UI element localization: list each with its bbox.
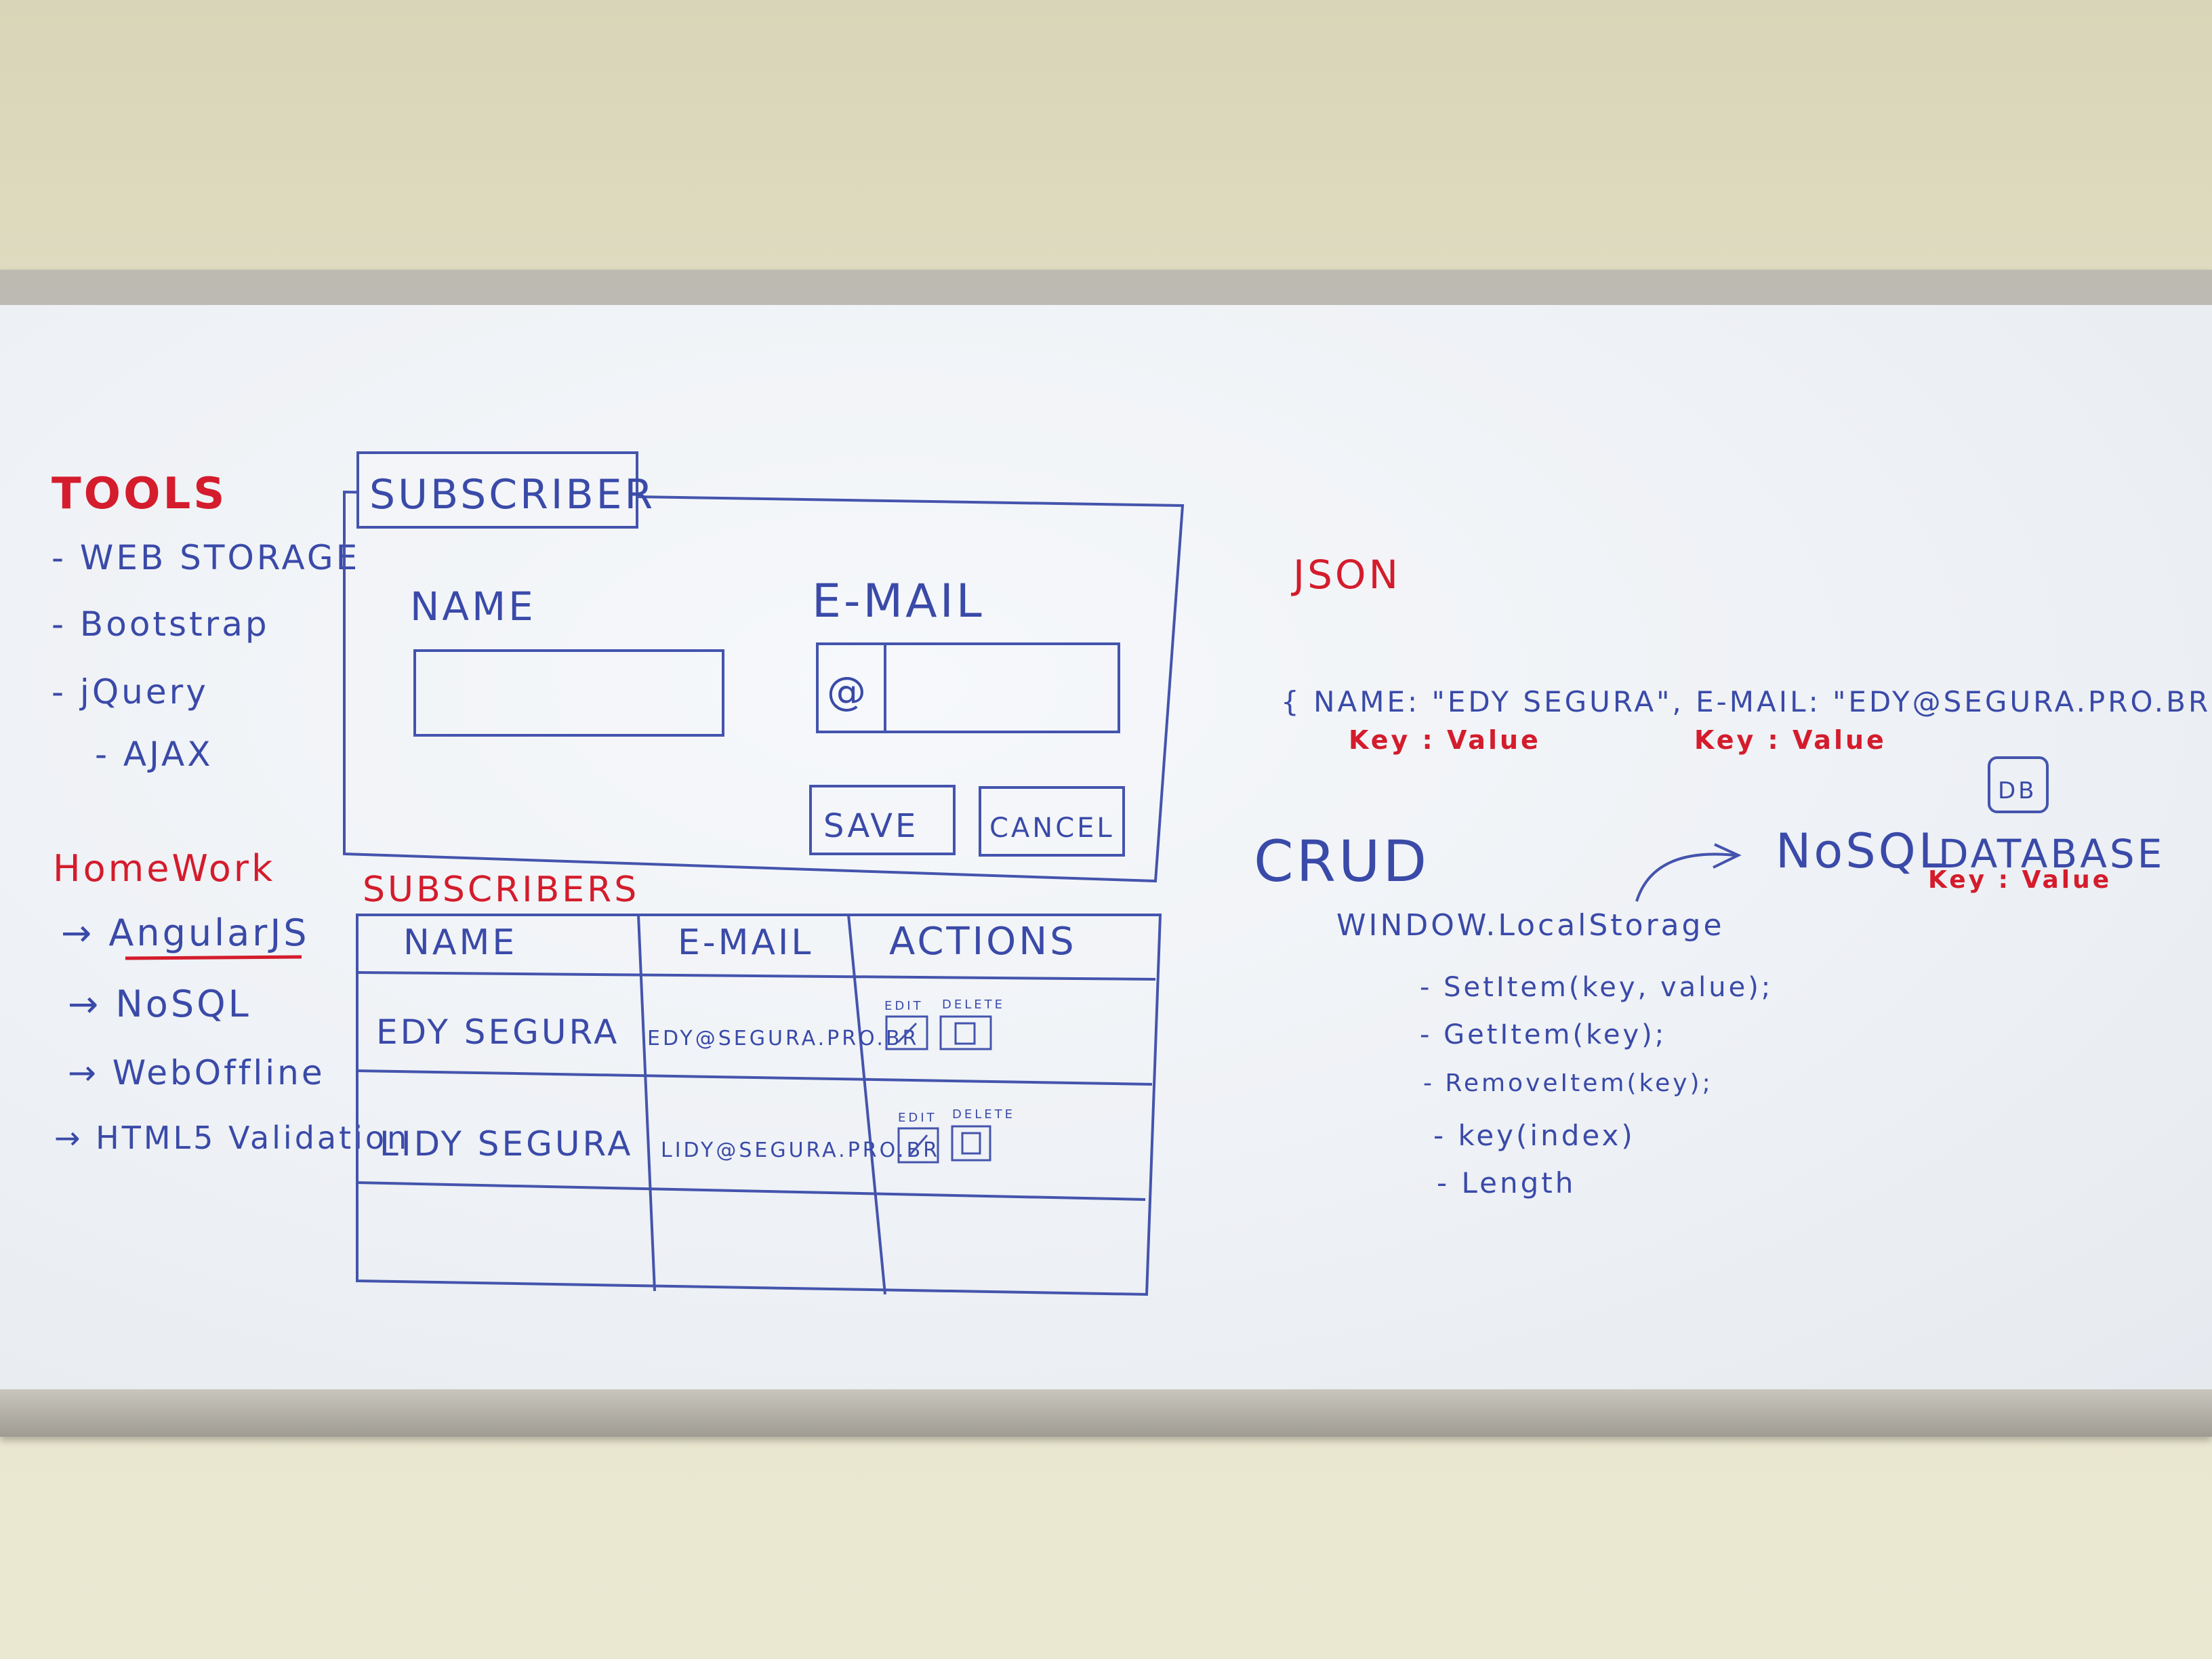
table-row-line [356,1069,1153,1086]
table-cell-name: LIDY SEGURA [380,1124,633,1164]
table-cell-name: EDY SEGURA [376,1012,619,1052]
trash-icon [961,1132,981,1155]
form-title: SUBSCRIBER [369,471,655,518]
json-object: { NAME: "EDY SEGURA", E-MAIL: "EDY@SEGUR… [1281,685,2212,718]
cancel-label: CANCEL [989,813,1115,844]
tools-item: - Bootstrap [52,605,270,644]
save-button-sketch [809,785,956,855]
table-header: NAME [403,922,517,963]
table-edit-label: EDIT [898,1111,937,1125]
nosql-label: NoSQL [1776,823,1948,879]
tools-title: TOOLS [52,469,227,519]
table-cell-email: LIDY@SEGURA.PRO.BR [661,1139,940,1162]
homework-underline [125,955,302,960]
crud-method: - key(index) [1433,1119,1635,1152]
save-label: SAVE [823,807,918,845]
crud-method: - Length [1437,1166,1576,1200]
subscribers-table: SUBSCRIBERS NAME E-MAIL ACTIONS EDY SEGU… [356,869,1162,1296]
form-name-label: NAME [410,583,536,630]
homework-item: → NoSQL [68,983,251,1025]
table-col-line [637,914,656,1292]
whiteboard-drawing: TOOLS - WEB STORAGE - Bootstrap - jQuery… [52,451,2212,1296]
pencil-icon [897,1022,918,1044]
table-edit-label: EDIT [884,999,924,1013]
database-icon-label: DB [1998,777,2037,804]
trash-icon [951,1125,991,1162]
table-cell-email: EDY@SEGURA.PRO.BR [647,1027,919,1050]
tools-item: - WEB STORAGE [52,538,360,577]
table-header: E-MAIL [678,922,813,963]
trash-icon [939,1015,992,1050]
form-title-box [356,451,638,529]
table-col-line [847,914,886,1295]
pencil-icon [897,1127,939,1164]
homework-item: → AngularJS [61,912,310,954]
subscriber-form: SUBSCRIBER NAME E-MAIL @ SAVE CANCEL [343,451,1185,883]
table-delete-label: DELETE [942,998,1005,1012]
crud-method: - GetItem(key); [1420,1019,1666,1050]
tools-item: - AJAX [95,735,213,774]
table-delete-label: DELETE [952,1107,1015,1122]
local-storage-label: WINDOW.LocalStorage [1336,908,1725,943]
database-icon [1988,756,2049,813]
cancel-button-sketch [979,786,1125,857]
homework-item: → HTML5 Validation [54,1120,409,1156]
arrow-icon [1635,853,1736,902]
table-outline [356,914,1162,1296]
json-key-value: Key : Value [1349,725,1541,755]
crud-method: - SetItem(key, value); [1420,972,1773,1003]
table-title: SUBSCRIBERS [363,869,639,910]
database-label: DATABASE [1938,831,2165,877]
trash-icon [954,1022,976,1045]
pencil-icon [885,1015,928,1050]
whiteboard: TOOLS - WEB STORAGE - Bootstrap - jQuery… [0,305,2212,1389]
form-email-input [816,642,1120,733]
pencil-icon [908,1134,928,1156]
arrow-head-icon [1713,843,1742,869]
homework-title: HomeWork [53,847,275,890]
crud-title: CRUD [1254,828,1429,895]
tools-item: - jQuery [52,672,209,712]
json-key-value: Key : Value [1694,725,1887,755]
crud-method: - RemoveItem(key); [1423,1069,1713,1097]
form-email-label: E-MAIL [812,575,985,628]
form-outline [343,490,1185,883]
homework-item: → WebOffline [68,1053,325,1092]
table-header: ACTIONS [889,920,1077,964]
database-key-value: Key : Value [1928,866,2112,894]
marker-tray [0,1389,2212,1437]
table-header-line [356,971,1156,981]
at-sign-icon: @ [827,668,869,714]
form-name-input [413,649,724,737]
table-row-line [356,1181,1146,1201]
json-title: JSON [1291,552,1401,598]
